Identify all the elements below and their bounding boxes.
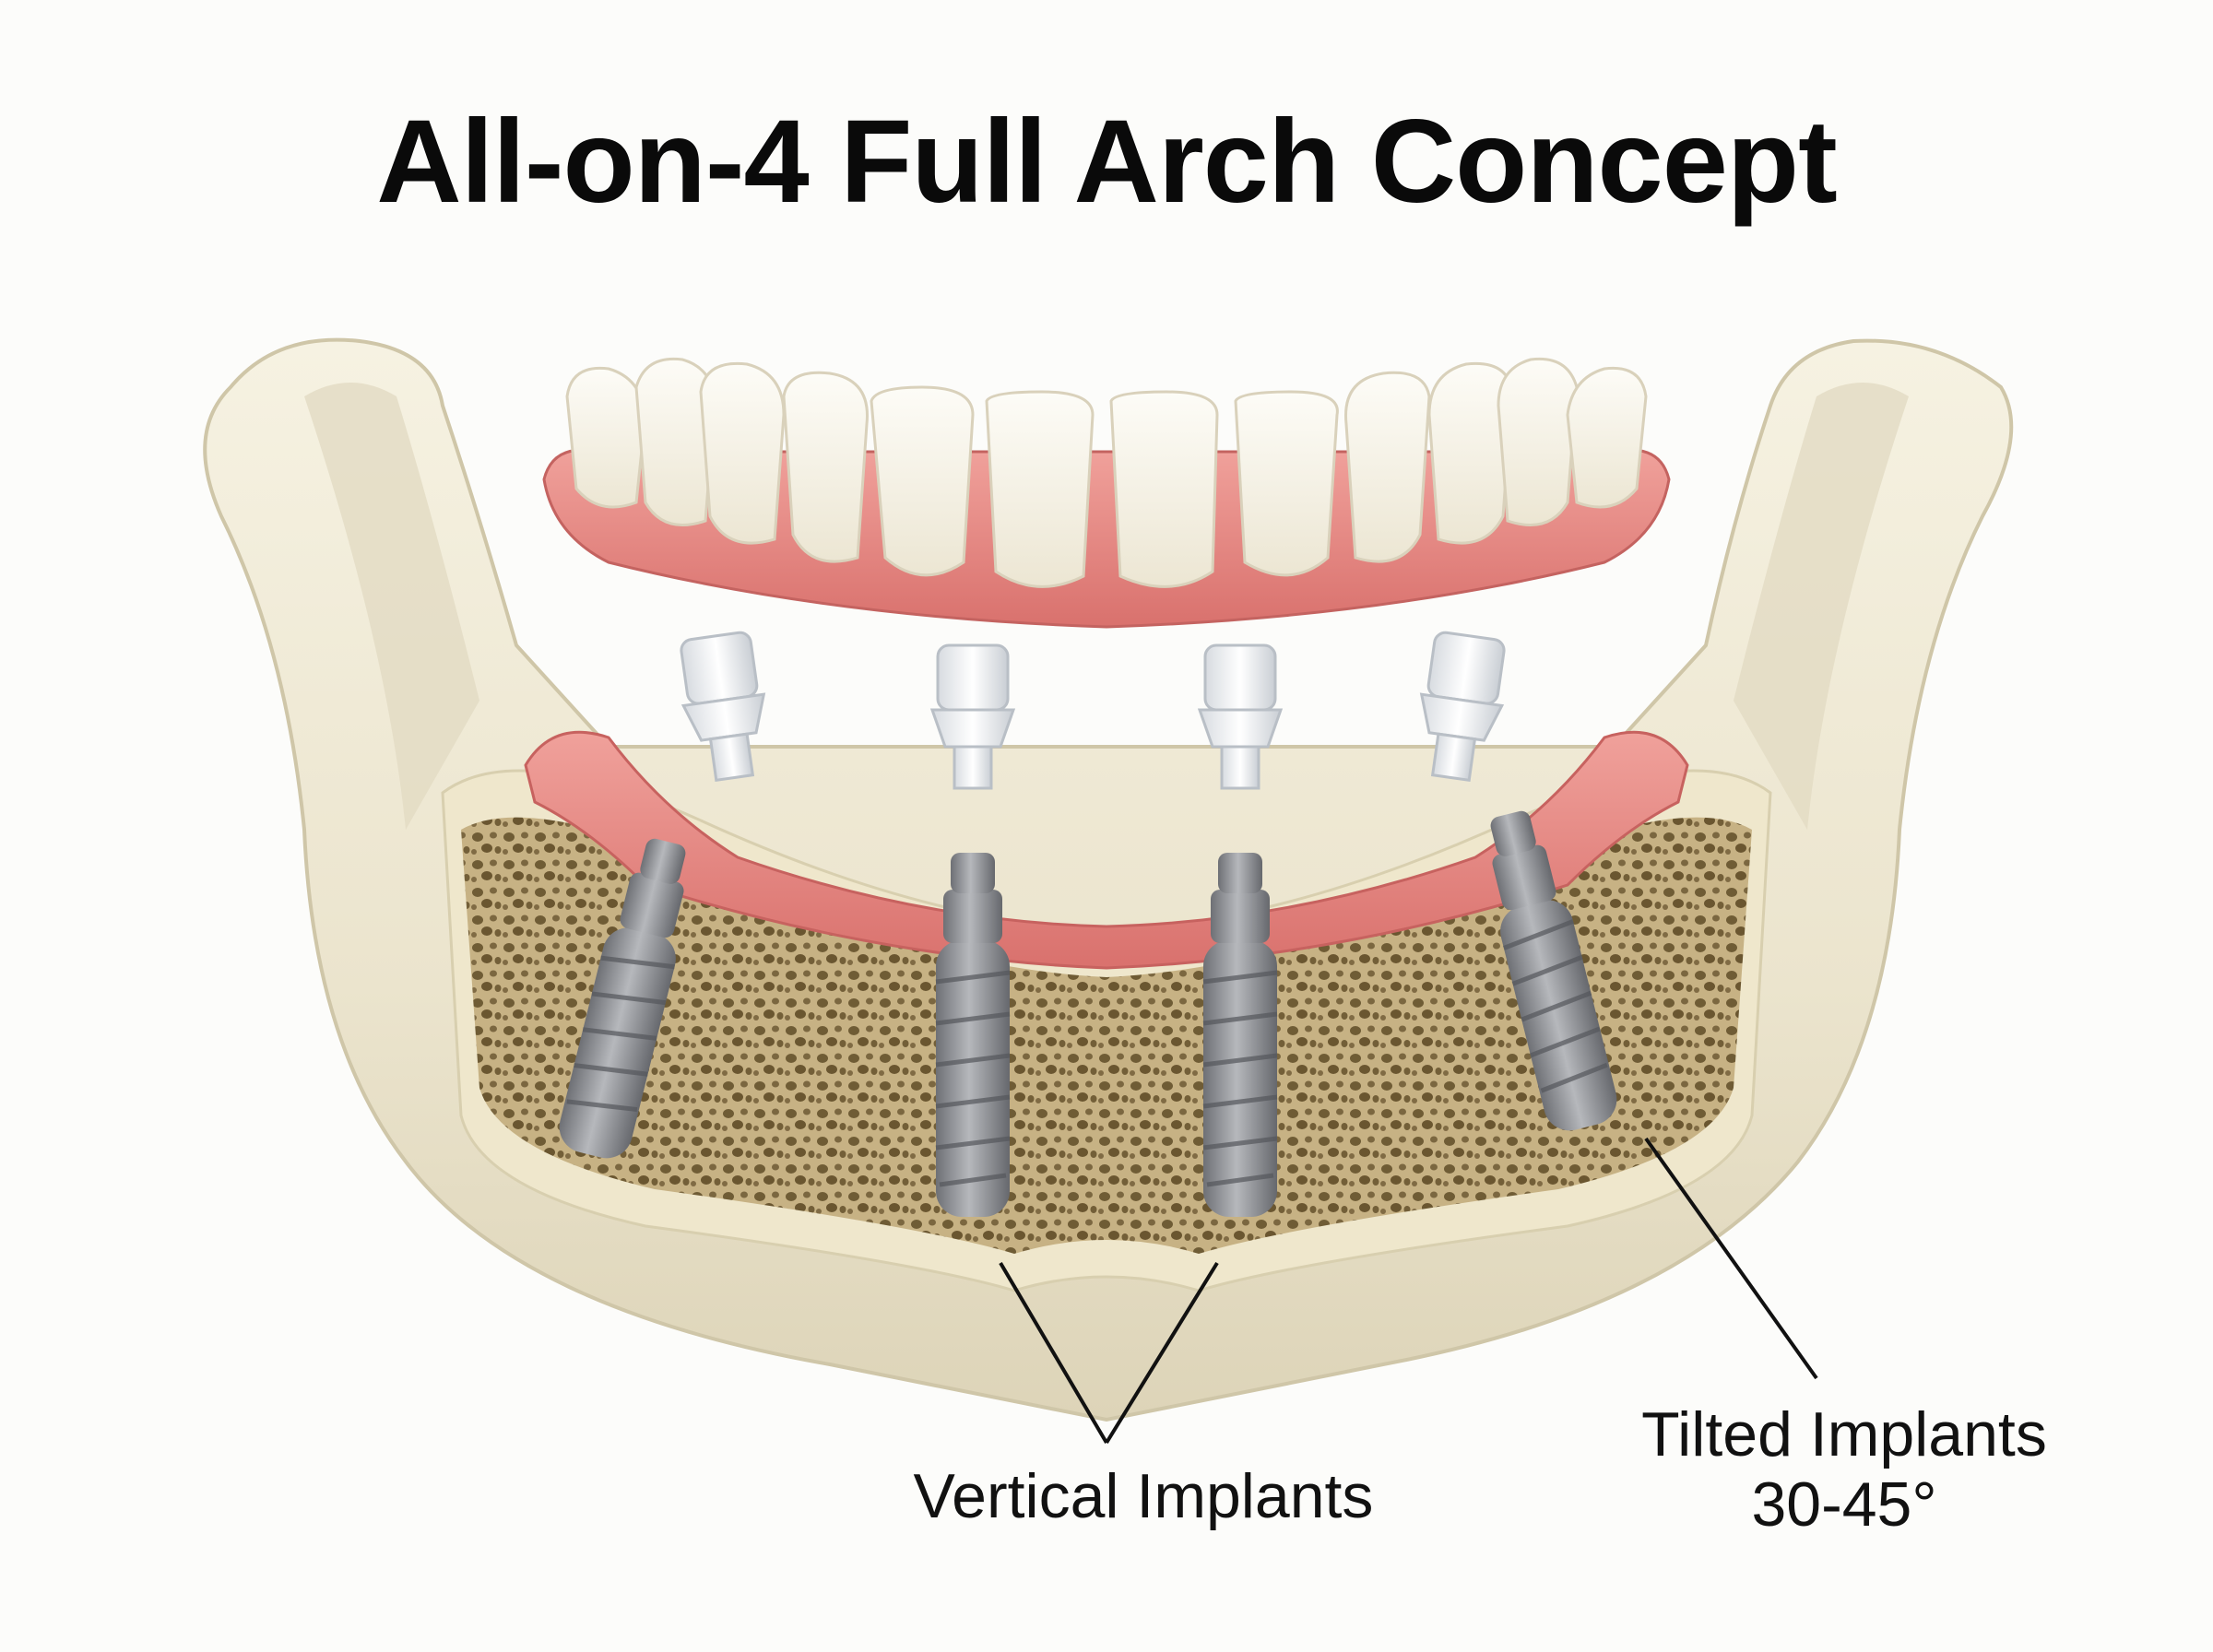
abutment-4 [1419, 631, 1506, 782]
label-vertical-implants: Vertical Implants [913, 1461, 1374, 1531]
implant-tilted-right [1490, 810, 1617, 1131]
implant-vertical-right [1202, 853, 1278, 1217]
gum-tissue [524, 730, 1689, 970]
implant-vertical-left [935, 853, 1011, 1217]
leader-lines [999, 1137, 1818, 1445]
label-tilted-implants-name: Tilted Implants [1641, 1399, 2047, 1469]
implant-tilted-left [559, 838, 686, 1159]
label-tilted-implants: Tilted Implants 30-45° [1604, 1399, 2084, 1540]
abutment-1 [680, 631, 766, 782]
label-tilted-implants-angle: 30-45° [1751, 1469, 1937, 1540]
diagram-title: All-on-4 Full Arch Concept [376, 96, 1837, 228]
prosthesis-teeth [565, 357, 1648, 588]
spongy-bone [461, 817, 1752, 1254]
abutment-2 [929, 643, 1016, 790]
abutment-3 [1197, 643, 1284, 790]
